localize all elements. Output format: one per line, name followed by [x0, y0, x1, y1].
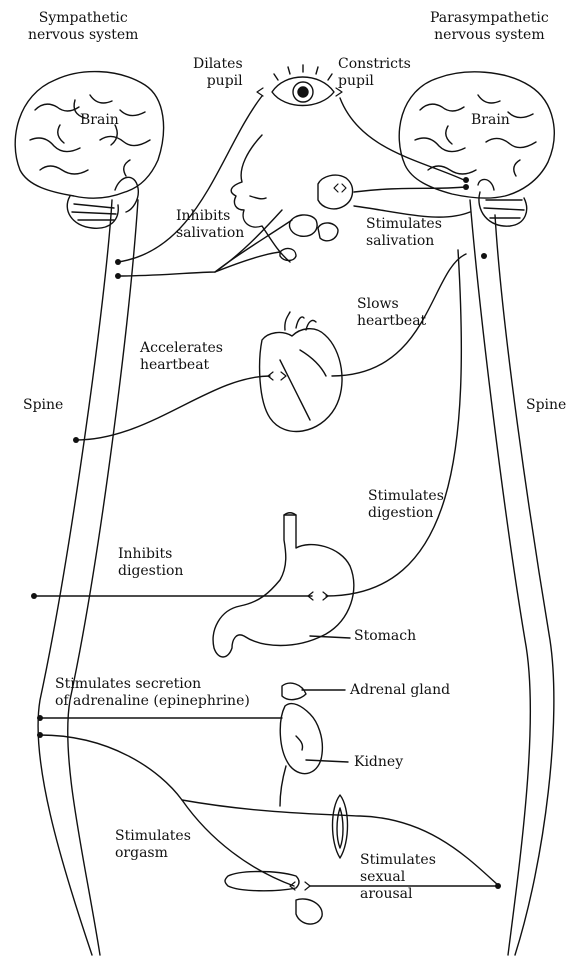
constricts-pupil-label: Constricts pupil — [338, 56, 411, 90]
stimulates-digestion-line1: Stimulates — [368, 488, 444, 505]
dilates-pupil-line2: pupil — [193, 73, 243, 90]
slows-heartbeat-line2: heartbeat — [357, 313, 426, 330]
parasympathetic-header: Parasympathetic nervous system — [430, 10, 549, 44]
eye — [272, 65, 334, 106]
stimulates-orgasm-label: Stimulates orgasm — [115, 828, 191, 862]
left-brain — [15, 72, 163, 229]
inhibits-salivation-line2: salivation — [176, 225, 244, 242]
stimulates-digestion-label: Stimulates digestion — [368, 488, 444, 522]
male-reproductive-organ — [225, 872, 322, 925]
inhibits-digestion-line1: Inhibits — [118, 546, 183, 563]
orgasm-line1: Stimulates — [115, 828, 191, 845]
inhibits-salivation-line1: Inhibits — [176, 208, 244, 225]
stimulates-salivation-line2: salivation — [366, 233, 442, 250]
sympathetic-header: Sympathetic nervous system — [28, 10, 138, 44]
face-profile — [231, 135, 290, 262]
dilates-pupil-line1: Dilates — [193, 56, 243, 73]
sexual-arousal-line3: arousal — [360, 886, 436, 903]
inhibits-salivation-label: Inhibits salivation — [176, 208, 244, 242]
sympathetic-header-line1: Sympathetic — [28, 10, 138, 27]
sexual-arousal-line2: sexual — [360, 869, 436, 886]
brain-left-label: Brain — [80, 112, 119, 129]
stomach — [213, 513, 354, 657]
spine-left-label: Spine — [23, 397, 63, 414]
sexual-arousal-label: Stimulates sexual arousal — [360, 852, 436, 903]
stimulates-salivation-line1: Stimulates — [366, 216, 442, 233]
inhibits-digestion-label: Inhibits digestion — [118, 546, 183, 580]
kidney-label: Kidney — [354, 754, 403, 771]
slows-heartbeat-line1: Slows — [357, 296, 426, 313]
stomach-label: Stomach — [354, 628, 416, 645]
constricts-pupil-line2: pupil — [338, 73, 411, 90]
adrenaline-label: Stimulates secretion of adrenaline (epin… — [55, 676, 250, 710]
accelerates-heartbeat-label: Accelerates heartbeat — [140, 340, 223, 374]
spine-right-label: Spine — [526, 397, 566, 414]
sexual-arousal-line1: Stimulates — [360, 852, 436, 869]
female-reproductive-organ — [333, 795, 348, 858]
stimulates-digestion-line2: digestion — [368, 505, 444, 522]
slows-heartbeat-label: Slows heartbeat — [357, 296, 426, 330]
parasympathetic-header-line2: nervous system — [430, 27, 549, 44]
stimulates-salivation-label: Stimulates salivation — [366, 216, 442, 250]
right-brain — [399, 72, 554, 226]
adrenaline-line2: of adrenaline (epinephrine) — [55, 693, 250, 710]
kidney — [280, 683, 322, 806]
accelerates-heartbeat-line2: heartbeat — [140, 357, 223, 374]
right-spine — [470, 200, 554, 955]
adrenaline-line1: Stimulates secretion — [55, 676, 250, 693]
brain-right-label: Brain — [471, 112, 510, 129]
constricts-pupil-line1: Constricts — [338, 56, 411, 73]
adrenal-gland-label: Adrenal gland — [350, 682, 450, 699]
accelerates-heartbeat-line1: Accelerates — [140, 340, 223, 357]
dilates-pupil-label: Dilates pupil — [193, 56, 243, 90]
salivary-glands — [280, 175, 353, 260]
inhibits-digestion-line2: digestion — [118, 563, 183, 580]
parasympathetic-header-line1: Parasympathetic — [430, 10, 549, 27]
heart — [260, 312, 342, 431]
sympathetic-header-line2: nervous system — [28, 27, 138, 44]
orgasm-line2: orgasm — [115, 845, 191, 862]
